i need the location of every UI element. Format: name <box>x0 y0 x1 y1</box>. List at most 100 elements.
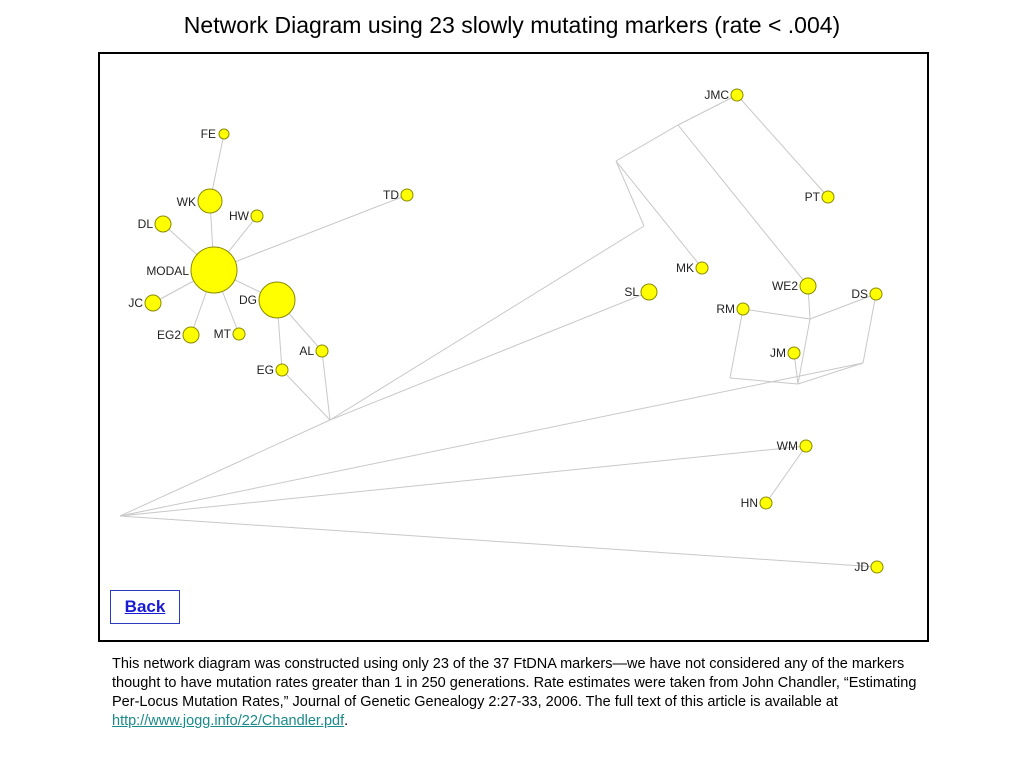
edge-v9-v8 <box>797 362 864 385</box>
node-circle-sl <box>640 283 658 301</box>
node-label-al: AL <box>299 344 314 358</box>
edge-wm-hn <box>765 445 807 504</box>
caption-body: This network diagram was constructed usi… <box>112 656 917 710</box>
edge-al-v1 <box>321 350 331 421</box>
node-label-jc: JC <box>128 296 143 310</box>
edge-v4-v5 <box>615 124 679 162</box>
node-hw: HW <box>229 209 264 223</box>
node-we2: WE2 <box>772 277 817 295</box>
node-label-jd: JD <box>854 560 869 574</box>
node-label-hw: HW <box>229 209 250 223</box>
node-label-td: TD <box>383 188 399 202</box>
node-label-ds: DS <box>851 287 868 301</box>
node-ds: DS <box>851 287 883 301</box>
node-jmc: JMC <box>704 88 744 102</box>
node-circle-jm <box>787 346 801 360</box>
node-circle-jmc <box>730 88 744 102</box>
edge-eg-v1 <box>281 369 331 421</box>
node-circle-jd <box>870 560 884 574</box>
node-dl: DL <box>138 215 172 233</box>
node-circle-dl <box>154 215 172 233</box>
node-rm: RM <box>716 302 750 316</box>
node-label-wm: WM <box>777 439 798 453</box>
node-label-fe: FE <box>201 127 216 141</box>
node-label-eg2: EG2 <box>157 328 181 342</box>
edge-v6-rm <box>742 308 811 320</box>
node-pt: PT <box>805 190 835 204</box>
caption-text: This network diagram was constructed usi… <box>112 655 932 731</box>
node-label-mk: MK <box>676 261 694 275</box>
back-button[interactable]: Back <box>110 590 180 624</box>
edge-td-modal <box>213 194 408 271</box>
node-circle-wm <box>799 439 813 453</box>
edge-v1-v3 <box>329 225 645 421</box>
node-mk: MK <box>676 261 709 275</box>
node-circle-fe <box>218 128 230 140</box>
node-label-sl: SL <box>624 285 639 299</box>
node-label-eg: EG <box>257 363 274 377</box>
node-modal: MODAL <box>146 246 238 294</box>
node-circle-dg <box>258 281 296 319</box>
node-eg2: EG2 <box>157 326 200 344</box>
node-circle-hw <box>250 209 264 223</box>
node-al: AL <box>299 344 329 358</box>
edge-v3-v4 <box>615 160 645 227</box>
edge-v2-jd <box>119 515 878 568</box>
node-jm: JM <box>770 346 801 360</box>
chandler-pdf-link[interactable]: http://www.jogg.info/22/Chandler.pdf <box>112 713 345 729</box>
edge-rm-v7 <box>729 308 744 379</box>
edge-ds-v9 <box>862 293 877 364</box>
node-mt: MT <box>214 327 246 341</box>
node-label-wk: WK <box>177 195 196 209</box>
caption-end: . <box>344 713 349 729</box>
node-label-hn: HN <box>741 496 758 510</box>
node-label-jmc: JMC <box>704 88 729 102</box>
back-button-label: Back <box>124 597 166 616</box>
node-circle-al <box>315 344 329 358</box>
nodes-group: FE WK HW DL MODAL JC DG EG2 MT TD AL EG JMC PT MK SL WE2… <box>128 88 884 574</box>
node-circle-hn <box>759 496 773 510</box>
node-eg: EG <box>257 363 289 377</box>
node-circle-rm <box>736 302 750 316</box>
node-circle-we2 <box>799 277 817 295</box>
node-dg: DG <box>239 281 296 319</box>
edge-v8-v6 <box>797 318 811 385</box>
node-circle-eg <box>275 363 289 377</box>
edge-v4-mk <box>615 160 703 269</box>
node-circle-jc <box>144 294 162 312</box>
node-td: TD <box>383 188 414 202</box>
edges-group <box>119 94 878 568</box>
node-jc: JC <box>128 294 162 312</box>
node-label-jm: JM <box>770 346 786 360</box>
node-circle-td <box>400 188 414 202</box>
node-label-dl: DL <box>138 217 154 231</box>
node-circle-wk <box>197 188 223 214</box>
node-label-rm: RM <box>716 302 735 316</box>
page-title: Network Diagram using 23 slowly mutating… <box>183 12 841 38</box>
node-label-modal: MODAL <box>146 264 189 278</box>
edge-v7-v8 <box>729 377 799 385</box>
node-label-mt: MT <box>214 327 232 341</box>
node-hn: HN <box>741 496 773 510</box>
edge-v2-v9 <box>119 362 864 517</box>
node-circle-mt <box>232 327 246 341</box>
node-circle-eg2 <box>182 326 200 344</box>
node-circle-mk <box>695 261 709 275</box>
node-sl: SL <box>624 283 658 301</box>
network-diagram-panel: FE WK HW DL MODAL JC DG EG2 MT TD AL EG JMC PT MK SL WE2… <box>98 52 929 642</box>
node-circle-modal <box>190 246 238 294</box>
edge-v1-sl <box>329 291 650 421</box>
node-circle-pt <box>821 190 835 204</box>
node-label-we2: WE2 <box>772 279 798 293</box>
edge-v5-we2 <box>677 124 809 287</box>
edge-v2-wm <box>119 445 807 517</box>
node-jd: JD <box>854 560 884 574</box>
edge-jmc-pt <box>736 94 829 198</box>
edge-v2-v1 <box>119 419 331 517</box>
edge-v5-jmc <box>677 94 738 126</box>
node-circle-ds <box>869 287 883 301</box>
node-wk: WK <box>177 188 223 214</box>
network-diagram: FE WK HW DL MODAL JC DG EG2 MT TD AL EG JMC PT MK SL WE2… <box>119 88 884 574</box>
edge-v6-ds <box>809 293 877 320</box>
node-fe: FE <box>201 127 230 141</box>
